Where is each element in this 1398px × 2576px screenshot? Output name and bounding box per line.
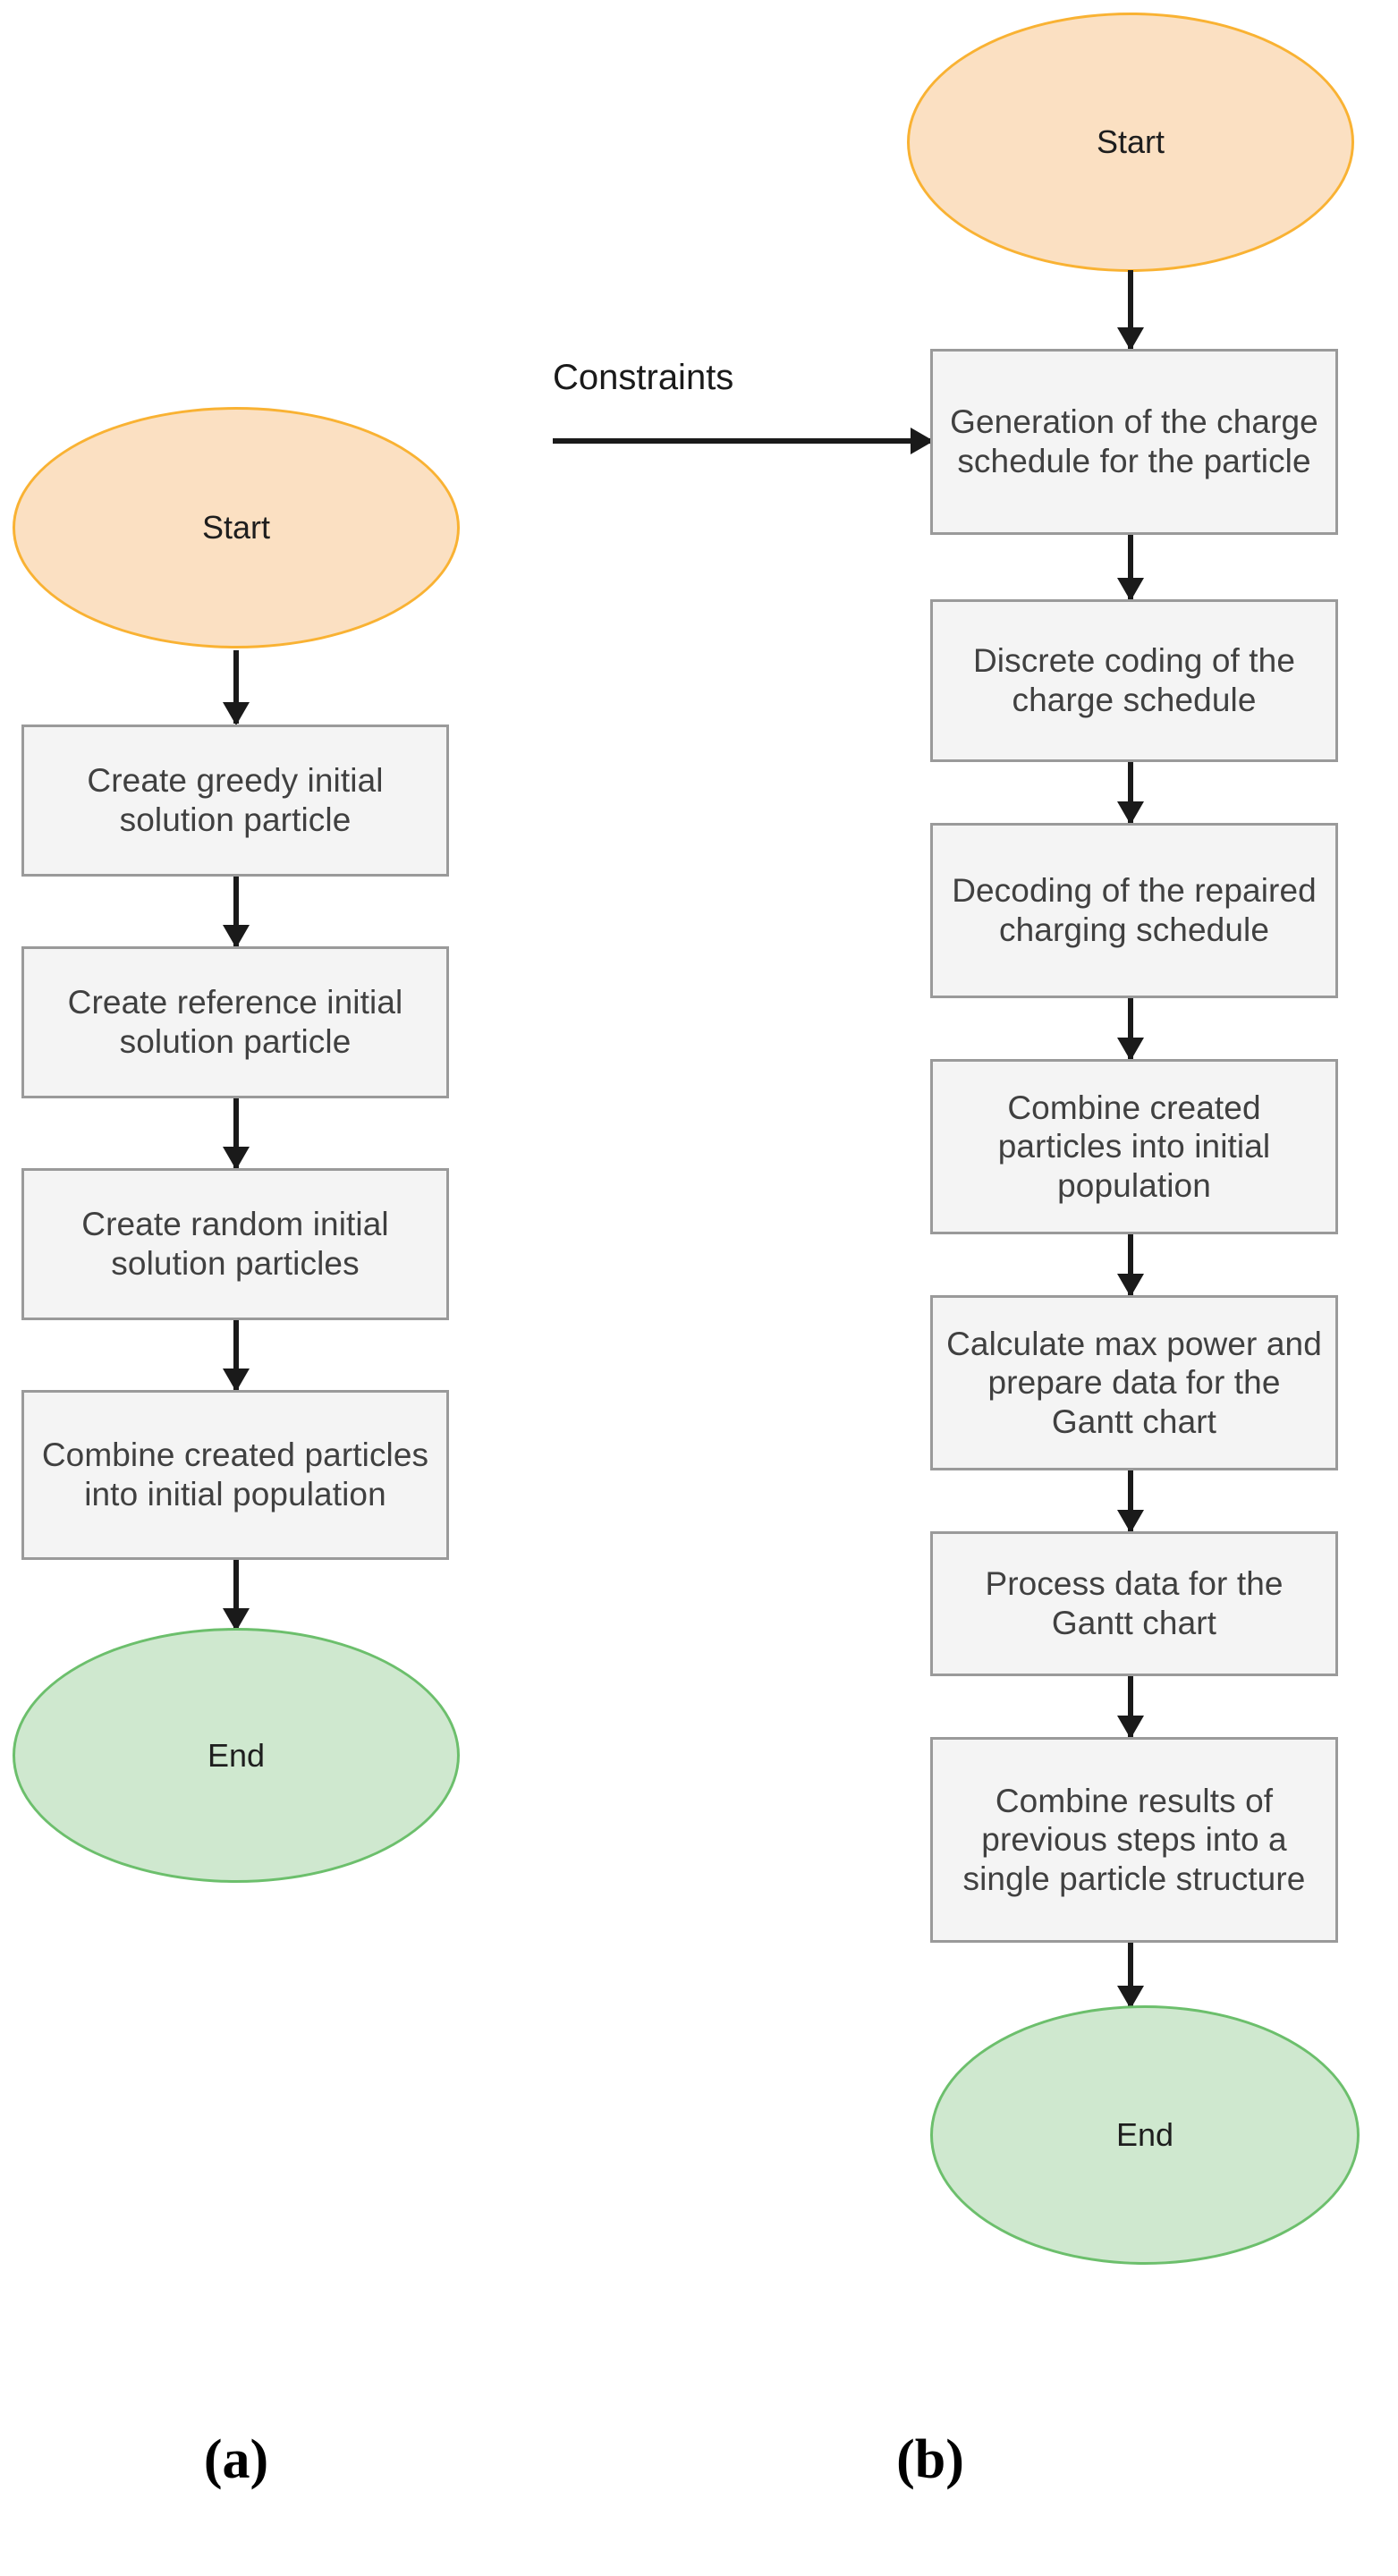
arrow-head [1117, 578, 1144, 601]
arrow-head [1117, 801, 1144, 825]
panel-b-process-6: Process data for the Gantt chart [930, 1531, 1338, 1676]
panel-b-process-4-label: Combine created particles into initial p… [997, 1089, 1271, 1204]
arrow-shaft [233, 877, 239, 946]
panel-b-process-1-label: Generation of the charge schedule for th… [950, 403, 1318, 479]
panel-a-process-3: Create random initial solution particles [21, 1168, 449, 1320]
arrow-head [1117, 1038, 1144, 1061]
panel-a-process-2: Create reference initial solution partic… [21, 946, 449, 1098]
panel-b-process-2-label: Discrete coding of the charge schedule [972, 642, 1296, 718]
arrow-head [1117, 1716, 1144, 1739]
arrow-shaft [1128, 762, 1133, 823]
arrow-shaft [1128, 1676, 1133, 1737]
arrow-head [223, 1147, 250, 1170]
arrow-shaft [1128, 535, 1133, 599]
panel-b-process-7-label: Combine results of previous steps into a… [962, 1782, 1306, 1897]
panel-b-end-terminator: End [930, 2005, 1360, 2265]
panel-a-process-1: Create greedy initial solution particle [21, 724, 449, 877]
panel-b-start-label: Start [1096, 123, 1165, 160]
panel-b-process-5: Calculate max power and prepare data for… [930, 1295, 1338, 1470]
panel-a-process-1-label: Create greedy initial solution particle [87, 762, 384, 838]
arrow-head [223, 925, 250, 948]
arrow-shaft [233, 650, 239, 724]
panel-b-process-3-label: Decoding of the repaired charging schedu… [952, 872, 1317, 948]
panel-b-process-5-label: Calculate max power and prepare data for… [946, 1325, 1322, 1440]
arrow-shaft [1128, 1943, 1133, 2007]
panel-b-process-2: Discrete coding of the charge schedule [930, 599, 1338, 762]
panel-a-end-label: End [207, 1736, 266, 1774]
panel-b-process-3: Decoding of the repaired charging schedu… [930, 823, 1338, 998]
panel-a-process-4-label: Combine created particles into initial p… [41, 1436, 429, 1513]
panel-b-constraints-label: Constraints [553, 358, 734, 397]
panel-a-caption: (a) [203, 2429, 269, 2490]
arrow-shaft [233, 1098, 239, 1168]
panel-b-process-6-label: Process data for the Gantt chart [985, 1565, 1284, 1641]
arrow-shaft [233, 1320, 239, 1390]
arrow-shaft [233, 1560, 239, 1630]
arrow-shaft [1128, 1234, 1133, 1295]
panel-b-caption: (b) [896, 2429, 964, 2490]
arrow-shaft [1128, 998, 1133, 1059]
arrow-head [1117, 1274, 1144, 1297]
arrow-head [223, 1608, 250, 1631]
panel-a-process-4: Combine created particles into initial p… [21, 1390, 449, 1560]
arrow-head [223, 1368, 250, 1392]
arrow-head [911, 428, 934, 454]
arrow-shaft [1128, 1470, 1133, 1531]
panel-a-process-2-label: Create reference initial solution partic… [67, 984, 403, 1060]
arrow-head [1117, 327, 1144, 351]
arrow-head [223, 702, 250, 725]
panel-b-start-terminator: Start [907, 13, 1354, 272]
panel-a-end-terminator: End [13, 1628, 460, 1883]
panel-b-end-label: End [1115, 2116, 1174, 2153]
panel-a-start-label: Start [201, 509, 271, 546]
arrow-head [1117, 1986, 1144, 2009]
arrow-shaft [1128, 270, 1133, 349]
panel-b-process-7: Combine results of previous steps into a… [930, 1737, 1338, 1943]
arrow-head [1117, 1510, 1144, 1533]
panel-a-process-3-label: Create random initial solution particles [81, 1206, 389, 1282]
panel-b-process-1: Generation of the charge schedule for th… [930, 349, 1338, 535]
panel-b-process-4: Combine created particles into initial p… [930, 1059, 1338, 1234]
panel-a-start-terminator: Start [13, 407, 460, 648]
arrow-shaft [553, 438, 932, 444]
